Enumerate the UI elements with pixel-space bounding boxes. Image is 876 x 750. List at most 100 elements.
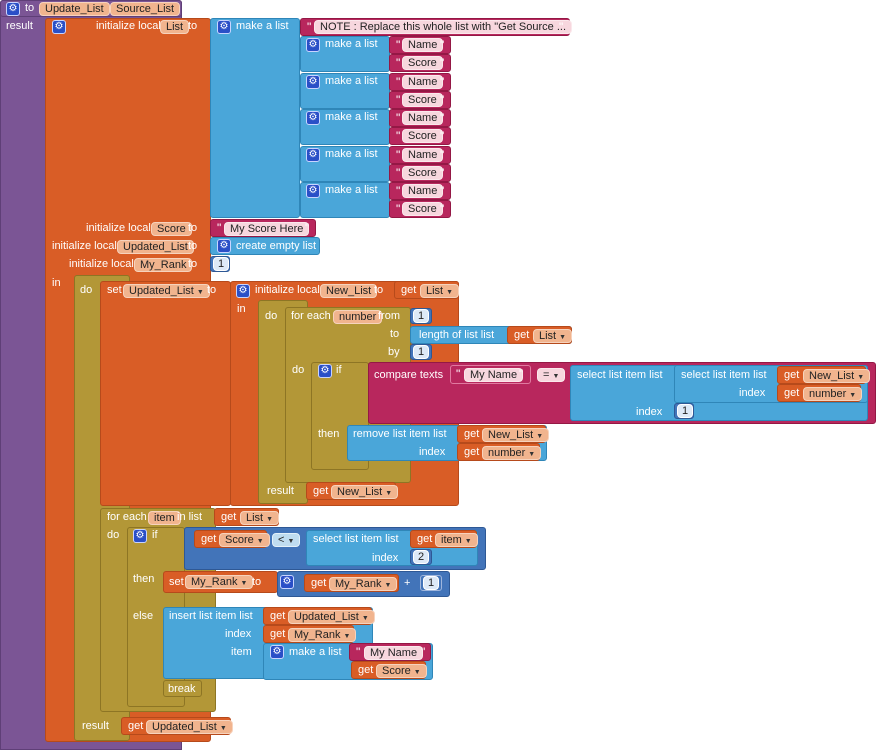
in-label: in (237, 303, 246, 315)
gear-icon[interactable]: ⚙ (52, 20, 66, 34)
make-a-list-block[interactable] (210, 18, 300, 218)
proc-result-label: result (6, 20, 33, 32)
get-list-var[interactable]: List▼ (533, 329, 573, 343)
by-label: by (388, 346, 400, 358)
get-new-list-var[interactable]: New_List▼ (803, 369, 871, 383)
dropdown-arrow-icon[interactable]: ▼ (196, 289, 204, 296)
in-label: in (52, 277, 61, 289)
dropdown-arrow-icon[interactable]: ▼ (256, 538, 264, 545)
set-updated-block[interactable] (100, 281, 231, 506)
lt-op[interactable]: <▼ (272, 533, 301, 547)
gear-icon[interactable]: ⚙ (236, 284, 250, 298)
gear-icon[interactable]: ⚙ (306, 75, 320, 89)
name-text[interactable]: Name (402, 111, 444, 125)
name-text[interactable]: Name (402, 184, 444, 198)
init-score-label: initialize local (86, 222, 151, 234)
dropdown-arrow-icon[interactable]: ▼ (287, 538, 295, 545)
create-empty-list-block[interactable] (210, 237, 320, 255)
from-number[interactable]: 1 (413, 309, 430, 323)
rank-number[interactable]: 1 (213, 257, 230, 271)
dropdown-arrow-icon[interactable]: ▼ (384, 582, 392, 589)
set-to-label: to (252, 576, 262, 588)
dropdown-arrow-icon[interactable]: ▼ (361, 615, 369, 622)
gear-icon[interactable]: ⚙ (318, 364, 332, 378)
get-label: get (221, 511, 237, 523)
init-score-var[interactable]: Score (151, 222, 192, 236)
get-label: get (270, 628, 286, 640)
gear-icon[interactable]: ⚙ (280, 575, 294, 589)
get-updated-var[interactable]: Updated_List▼ (146, 720, 233, 734)
score-text[interactable]: Score (402, 56, 443, 70)
name-text[interactable]: Name (402, 148, 444, 162)
dropdown-arrow-icon[interactable]: ▼ (849, 392, 857, 399)
quote-right: " (440, 93, 445, 107)
gear-icon[interactable]: ⚙ (270, 645, 284, 659)
dropdown-arrow-icon[interactable]: ▼ (385, 490, 393, 497)
init-new-var[interactable]: New_List (320, 284, 378, 298)
get-list-var[interactable]: List▼ (240, 511, 280, 525)
compare-text[interactable]: My Name (464, 368, 524, 382)
compare-op[interactable]: =▼ (537, 368, 566, 382)
name-text[interactable]: Name (402, 75, 444, 89)
get-list-var[interactable]: List▼ (420, 284, 460, 298)
select-index-number[interactable]: 2 (413, 550, 430, 564)
dropdown-arrow-icon[interactable]: ▼ (559, 334, 567, 341)
get-updated-var[interactable]: Updated_List▼ (288, 610, 375, 624)
dropdown-arrow-icon[interactable]: ▼ (240, 580, 248, 587)
score-text[interactable]: Score (402, 202, 443, 216)
gear-icon[interactable]: ⚙ (306, 38, 320, 52)
get-score-var[interactable]: Score▼ (219, 533, 270, 547)
set-rank-var[interactable]: My_Rank▼ (185, 575, 254, 589)
score-text[interactable]: Score (402, 129, 443, 143)
score-text[interactable]: Score (402, 166, 443, 180)
get-label: get (358, 664, 374, 676)
get-rank-var[interactable]: My_Rank▼ (329, 577, 398, 591)
break-block[interactable] (163, 680, 202, 697)
gear-icon[interactable]: ⚙ (306, 148, 320, 162)
gear-icon[interactable]: ⚙ (306, 111, 320, 125)
gear-icon[interactable]: ⚙ (306, 184, 320, 198)
init-list-var[interactable]: List (160, 20, 190, 34)
get-rank-var[interactable]: My_Rank▼ (288, 628, 357, 642)
by-number[interactable]: 1 (413, 345, 430, 359)
set-updated-var[interactable]: Updated_List▼ (123, 284, 210, 298)
get-new-list-var[interactable]: New_List▼ (331, 485, 399, 499)
insert-index-label: index (225, 628, 252, 640)
gear-icon[interactable]: ⚙ (217, 20, 231, 34)
plus-number[interactable]: 1 (423, 576, 440, 590)
dropdown-arrow-icon[interactable]: ▼ (552, 373, 560, 380)
for-each-var[interactable]: number (333, 310, 383, 324)
gear-icon[interactable]: ⚙ (217, 239, 231, 253)
dropdown-arrow-icon[interactable]: ▼ (343, 633, 351, 640)
if-block[interactable] (311, 362, 369, 470)
dropdown-arrow-icon[interactable]: ▼ (446, 289, 454, 296)
score-text[interactable]: Score (402, 93, 443, 107)
get-number-var[interactable]: number▼ (803, 387, 863, 401)
proc-param[interactable]: Source_List (110, 2, 181, 16)
for-each-item-var[interactable]: item (148, 511, 181, 525)
name-text[interactable]: Name (402, 38, 444, 52)
dropdown-arrow-icon[interactable]: ▼ (857, 374, 865, 381)
dropdown-arrow-icon[interactable]: ▼ (413, 669, 421, 676)
proc-name[interactable]: Update_List (39, 2, 110, 16)
get-number-var[interactable]: number▼ (482, 446, 542, 460)
dropdown-arrow-icon[interactable]: ▼ (464, 538, 472, 545)
get-new-list-var[interactable]: New_List▼ (482, 428, 550, 442)
get-item-var[interactable]: item▼ (435, 533, 478, 547)
score-text[interactable]: My Score Here (224, 222, 310, 236)
init-rank-to: to (188, 258, 198, 270)
init-rank-var[interactable]: My_Rank (134, 258, 193, 272)
dropdown-arrow-icon[interactable]: ▼ (528, 451, 536, 458)
quote-right: " (440, 75, 445, 89)
dropdown-arrow-icon[interactable]: ▼ (536, 433, 544, 440)
select-index-number[interactable]: 1 (677, 404, 694, 418)
name-text[interactable]: My Name (364, 646, 424, 660)
dropdown-arrow-icon[interactable]: ▼ (266, 516, 274, 523)
note-text[interactable]: NOTE : Replace this whole list with "Get… (314, 20, 572, 34)
gear-icon[interactable]: ⚙ (133, 529, 147, 543)
init-updated-var[interactable]: Updated_List (117, 240, 194, 254)
gear-icon[interactable]: ⚙ (6, 2, 20, 16)
quote-right: " (559, 20, 564, 34)
dropdown-arrow-icon[interactable]: ▼ (219, 725, 227, 732)
get-score-var[interactable]: Score▼ (376, 664, 427, 678)
